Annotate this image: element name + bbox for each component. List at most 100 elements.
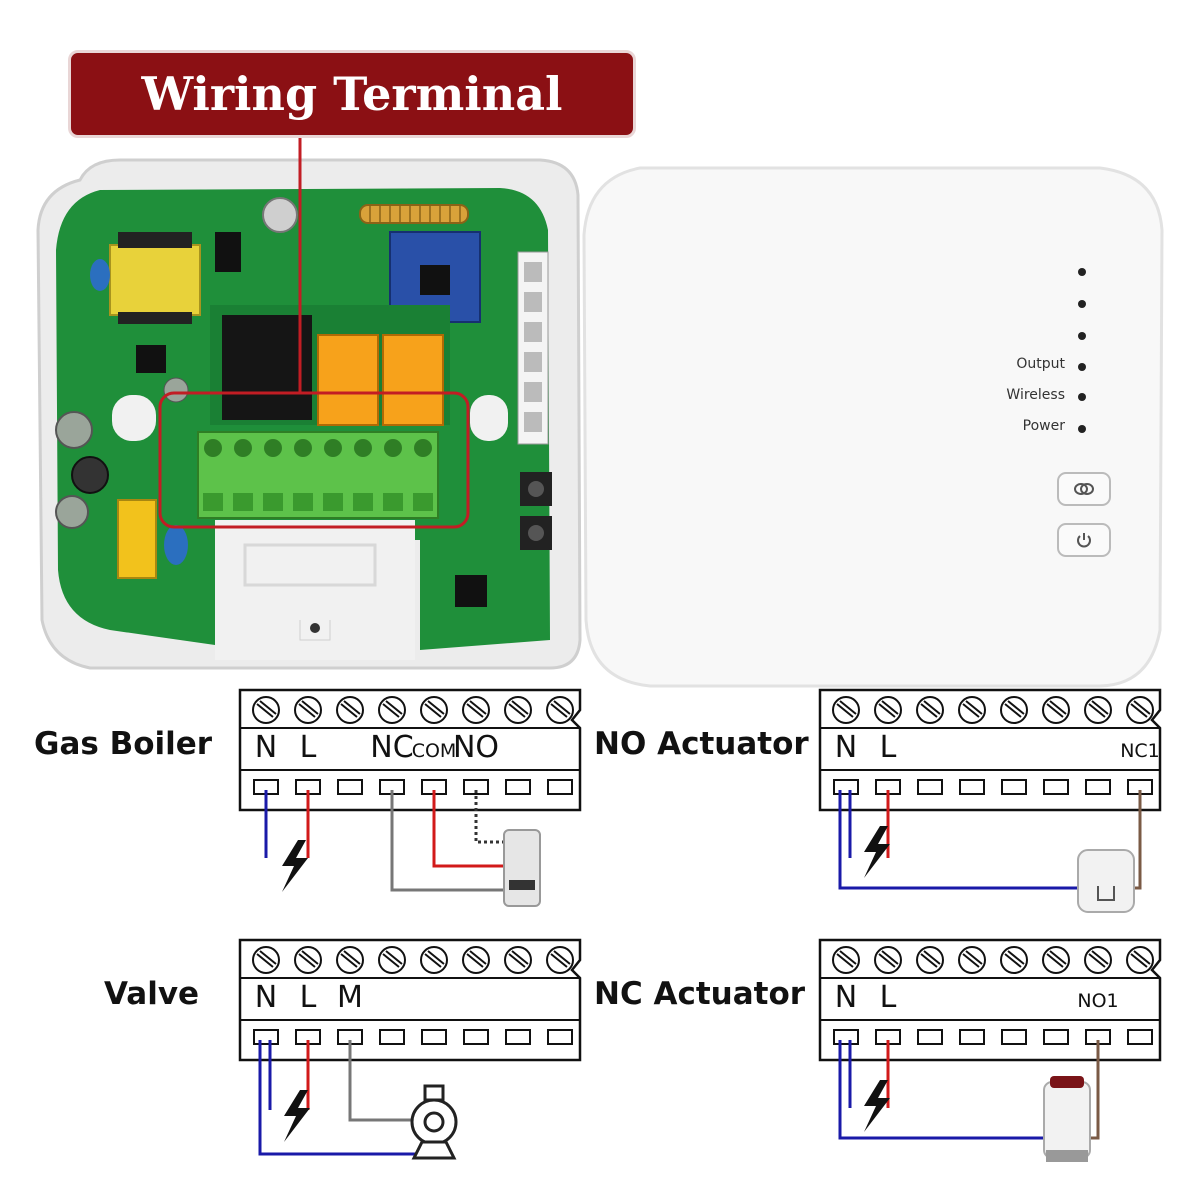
terminal-label: NC <box>370 730 413 765</box>
terminal-slot <box>959 779 985 795</box>
lightning-icon <box>284 1090 310 1142</box>
terminal-label: N <box>255 980 277 1015</box>
antenna-coil <box>359 204 469 224</box>
terminal-label: L <box>300 980 317 1015</box>
wire <box>348 1040 414 1122</box>
lightning-icon <box>864 826 890 878</box>
label-valve: Valve <box>104 976 200 1012</box>
wire <box>838 790 1078 890</box>
terminal-screw <box>874 946 902 974</box>
terminal-slot <box>253 1029 279 1045</box>
terminal-screw <box>832 696 860 724</box>
wire <box>258 1040 434 1156</box>
terminal-slot <box>917 779 943 795</box>
terminal-screw <box>336 696 364 724</box>
terminal-label: N <box>835 980 857 1015</box>
terminal-slot <box>379 1029 405 1045</box>
label-no-actuator: NO Actuator <box>594 726 809 762</box>
terminal-label: NC1 <box>1120 740 1160 762</box>
relay-3 <box>382 334 444 426</box>
led-dot-1 <box>1078 268 1086 276</box>
gas-boiler-icon <box>503 829 541 907</box>
terminal-label: N <box>255 730 277 765</box>
terminal-screw <box>916 696 944 724</box>
link-button[interactable] <box>1057 472 1111 506</box>
terminal-label: M <box>337 980 363 1015</box>
led-dot-2 <box>1078 300 1086 308</box>
terminal-screw <box>252 946 280 974</box>
terminal-slot <box>833 779 859 795</box>
terminal-screw <box>1126 696 1154 724</box>
terminal-label: NO1 <box>1077 990 1118 1012</box>
terminal-screw <box>1084 696 1112 724</box>
terminal-slot <box>463 779 489 795</box>
terminal-label: COM <box>412 740 457 762</box>
label-gas-boiler: Gas Boiler <box>34 726 213 762</box>
terminal-screw <box>252 696 280 724</box>
led-dot-3 <box>1078 332 1086 340</box>
wire <box>432 790 504 868</box>
led-dot-power <box>1078 425 1086 433</box>
terminal-screw <box>504 946 532 974</box>
led-label-power: Power <box>1022 418 1065 434</box>
terminal-slot <box>421 1029 447 1045</box>
terminal-screw <box>958 696 986 724</box>
terminal-screw <box>958 946 986 974</box>
terminal-slot <box>1001 779 1027 795</box>
terminal-block-outline <box>238 938 582 1062</box>
terminal-screw <box>462 946 490 974</box>
terminal-slot <box>547 779 573 795</box>
terminal-highlight-frame <box>158 391 470 529</box>
terminal-slot <box>463 1029 489 1045</box>
terminal-screw <box>1042 696 1070 724</box>
lightning-icon <box>864 1080 890 1132</box>
terminal-slot <box>1127 1029 1153 1045</box>
wire <box>838 1040 1044 1140</box>
terminal-screw <box>1084 946 1112 974</box>
terminal-label: L <box>300 730 317 765</box>
x-capacitor <box>117 499 157 579</box>
wiring-terminal-banner: Wiring Terminal <box>68 50 636 138</box>
terminal-screw <box>1126 946 1154 974</box>
terminal-slot <box>959 1029 985 1045</box>
terminal-screw <box>546 946 574 974</box>
terminal-slot <box>833 1029 859 1045</box>
terminal-slot <box>337 779 363 795</box>
terminal-block-outline <box>818 938 1162 1062</box>
terminal-slot <box>547 1029 573 1045</box>
terminal-slot <box>1043 1029 1069 1045</box>
link-icon <box>1074 483 1094 495</box>
terminal-slot <box>1043 779 1069 795</box>
terminal-screw <box>504 696 532 724</box>
terminal-screw <box>1042 946 1070 974</box>
terminal-screw <box>874 696 902 724</box>
terminal-screw <box>420 946 448 974</box>
terminal-screw <box>378 696 406 724</box>
label-nc-actuator: NC Actuator <box>594 976 806 1012</box>
terminal-slot <box>1001 1029 1027 1045</box>
terminal-label: L <box>880 980 897 1015</box>
terminal-slot <box>1085 779 1111 795</box>
led-label-output: Output <box>1016 356 1065 372</box>
device-cover <box>582 166 1164 688</box>
terminal-slot <box>505 779 531 795</box>
terminal-screw <box>916 946 944 974</box>
terminal-screw <box>294 696 322 724</box>
terminal-screw <box>294 946 322 974</box>
power-icon <box>1077 533 1091 548</box>
terminal-screw <box>1000 946 1028 974</box>
terminal-block-outline <box>238 688 582 812</box>
terminal-screw <box>378 946 406 974</box>
power-button[interactable] <box>1057 523 1111 557</box>
terminal-screw <box>336 946 364 974</box>
led-label-wireless: Wireless <box>1006 387 1065 403</box>
terminal-screw <box>420 696 448 724</box>
terminal-screw <box>546 696 574 724</box>
terminal-slot <box>917 1029 943 1045</box>
